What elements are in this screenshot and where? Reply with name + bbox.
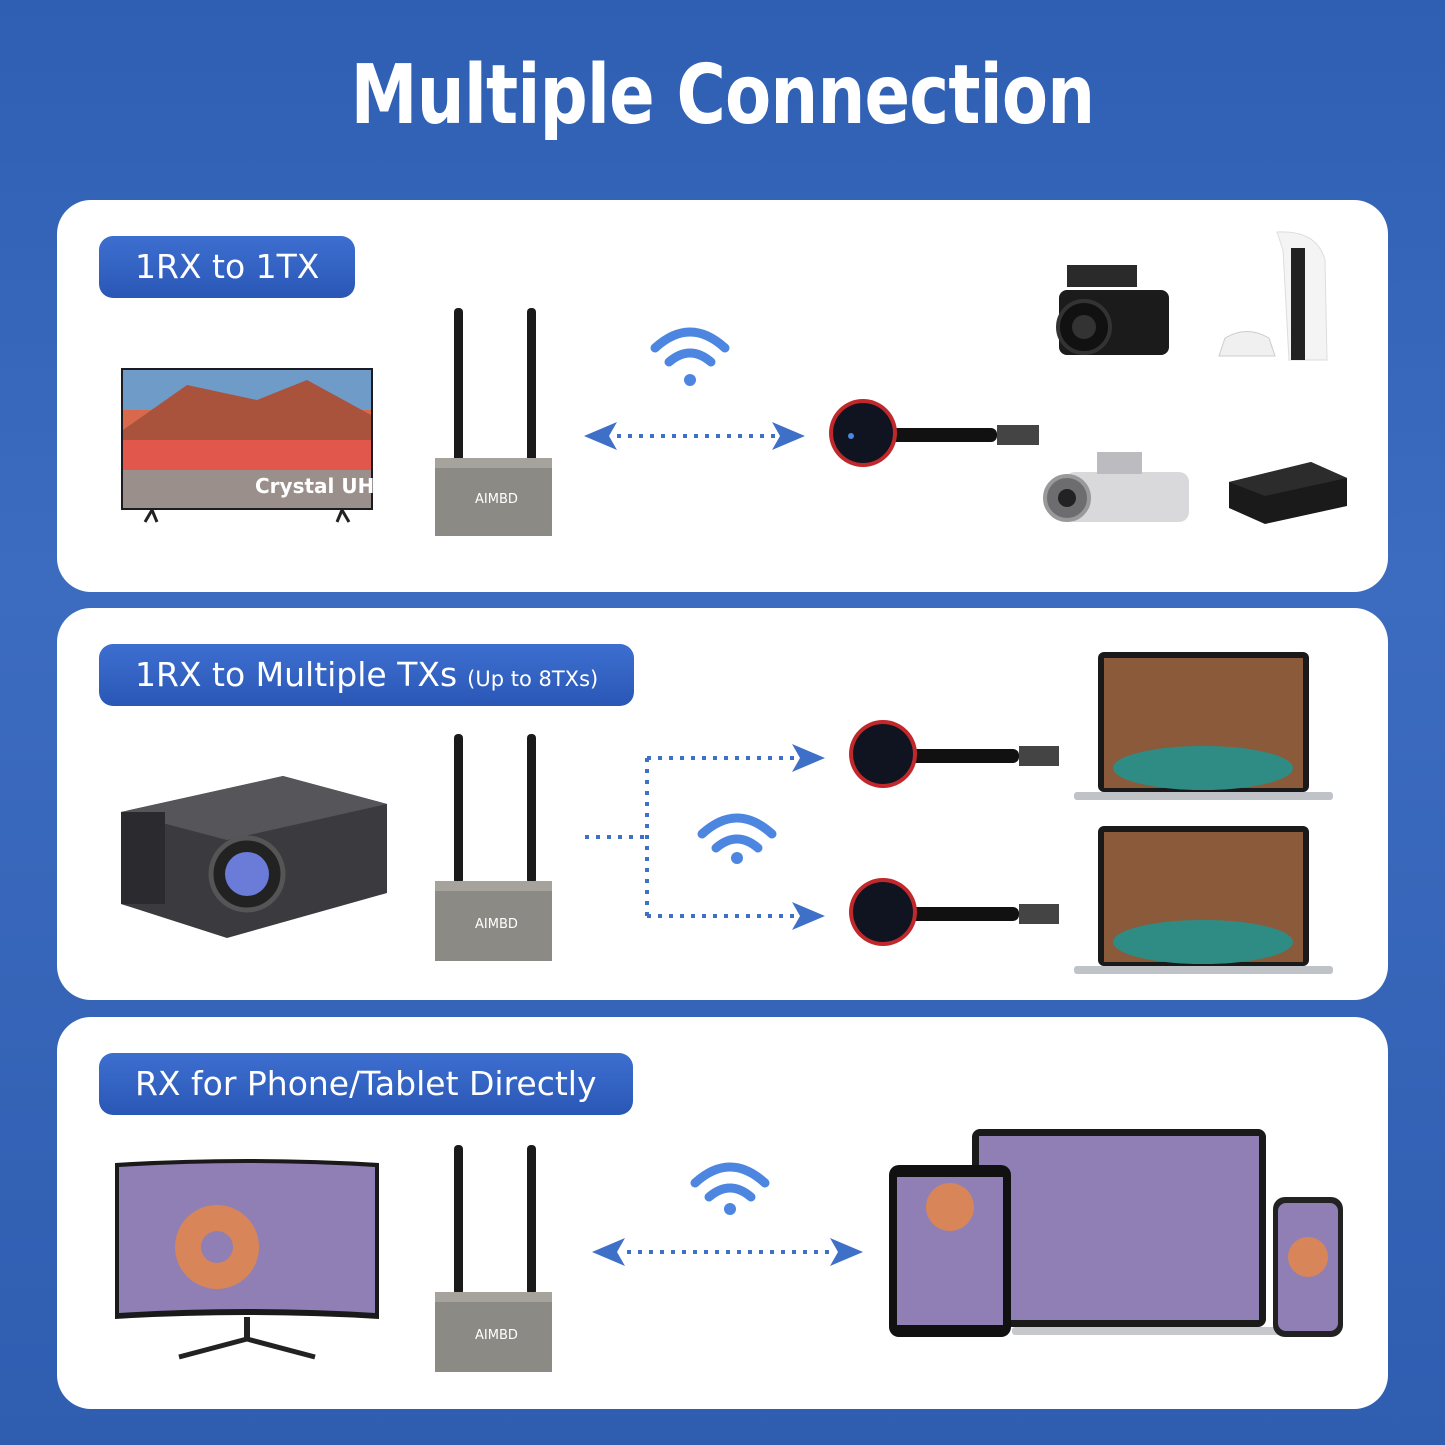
brand-label: AIMBD <box>475 917 518 932</box>
wifi-icon <box>697 813 777 864</box>
projector-device <box>121 776 387 938</box>
panel-label: RX for Phone/Tablet Directly <box>99 1053 633 1115</box>
transmitter-dongle <box>849 720 1059 788</box>
double-arrow-icon <box>584 422 805 450</box>
receiver-device: AIMBD <box>435 1145 552 1372</box>
panel-label: 1RX to Multiple TXs(Up to 8TXs) <box>99 644 635 706</box>
receiver-device: AIMBD <box>435 734 552 961</box>
laptop-device <box>1074 826 1333 974</box>
page-title: Multiple Connection <box>350 48 1095 143</box>
console-device <box>1218 231 1328 361</box>
wifi-icon <box>650 327 730 386</box>
camcorder-device <box>1043 452 1189 522</box>
branch-arrow-icon <box>585 756 797 918</box>
wifi-icon <box>690 1162 770 1215</box>
tablet-device <box>889 1165 1011 1337</box>
monitor-device <box>115 1159 379 1360</box>
panel-3-illustration: AIMBD <box>115 1129 1343 1372</box>
panel-1rx-1tx: 1RX to 1TX Crystal UHD AIMBD <box>57 200 1388 592</box>
transmitter-dongle <box>849 878 1059 946</box>
transmitter-dongle <box>829 399 1039 467</box>
panel-rx-phone-tablet: RX for Phone/Tablet Directly AIMBD <box>57 1017 1388 1409</box>
panel-label: 1RX to 1TX <box>99 236 356 298</box>
brand-label: AIMBD <box>475 492 518 507</box>
panel-1rx-multi-tx: 1RX to Multiple TXs(Up to 8TXs) AIMBD <box>57 608 1388 1000</box>
brand-label: AIMBD <box>475 1328 518 1343</box>
double-arrow-icon <box>592 1238 863 1266</box>
tv-device: Crystal UHD <box>121 368 391 523</box>
laptop-device <box>972 1129 1282 1335</box>
panel-1-illustration: Crystal UHD AIMBD <box>121 231 1347 536</box>
receiver-device: AIMBD <box>435 308 552 536</box>
tv-label: Crystal UHD <box>255 474 391 498</box>
panel-2-illustration: AIMBD <box>121 652 1333 974</box>
tv-box-device <box>1229 462 1347 524</box>
camcorder-device <box>1056 265 1169 355</box>
laptop-device <box>1074 652 1333 800</box>
phone-device <box>1273 1197 1343 1337</box>
